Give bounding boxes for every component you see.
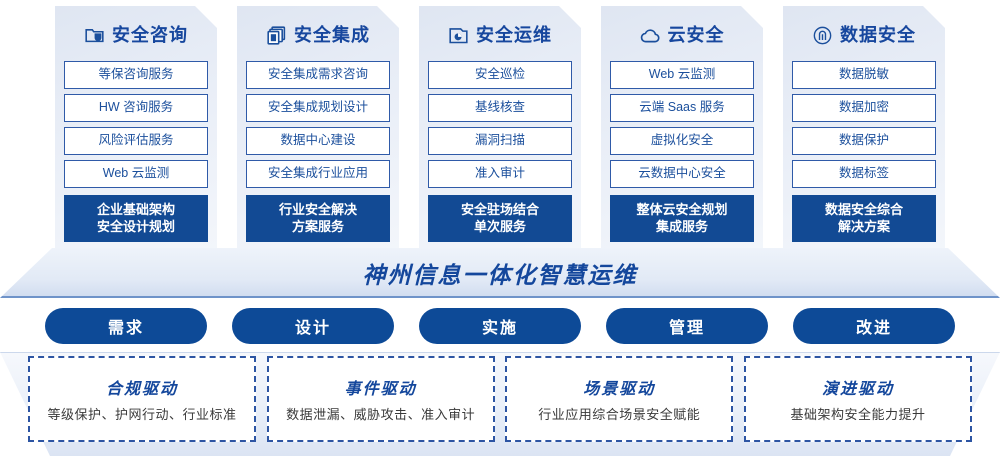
service-item[interactable]: 漏洞扫描: [428, 127, 572, 155]
panel-summary[interactable]: 整体云安全规划 集成服务: [610, 195, 754, 242]
driver-card-incident[interactable]: 事件驱动 数据泄漏、威胁攻击、准入审计: [266, 356, 495, 442]
cloud-icon: [640, 25, 661, 46]
panel-summary-line: 安全设计规划: [96, 219, 175, 234]
panel-summary-line: 安全驻场结合: [460, 202, 539, 217]
driver-title: 合规驱动: [105, 381, 178, 398]
panel-summary-line: 企业基础架构: [96, 202, 175, 217]
panel-title: 数据安全: [840, 25, 916, 45]
driver-title: 事件驱动: [344, 381, 417, 398]
driver-description: 数据泄漏、威胁攻击、准入审计: [286, 407, 476, 422]
drivers-section: 合规驱动 等级保护、护网行动、行业标准 事件驱动 数据泄漏、威胁攻击、准入审计 …: [0, 352, 1000, 456]
driver-description: 等级保护、护网行动、行业标准: [47, 407, 237, 422]
panel-summary-line: 数据安全综合: [824, 202, 903, 217]
service-item[interactable]: 等保咨询服务: [64, 61, 208, 89]
stage-pill-improvement[interactable]: 改进: [793, 308, 955, 344]
service-item[interactable]: 风险评估服务: [64, 127, 208, 155]
service-item[interactable]: 虚拟化安全: [610, 127, 754, 155]
drivers-list: 合规驱动 等级保护、护网行动、行业标准 事件驱动 数据泄漏、威胁攻击、准入审计 …: [0, 356, 1000, 444]
panel-title: 安全运维: [476, 25, 552, 45]
service-item[interactable]: Web 云监测: [64, 160, 208, 188]
layers-document-icon: [266, 25, 287, 46]
platform-banner: 神州信息一体化智慧运维: [0, 248, 1000, 298]
driver-title: 演进驱动: [821, 381, 894, 398]
driver-title: 场景驱动: [583, 381, 656, 398]
panel-summary-line: 解决方案: [837, 219, 890, 234]
service-item[interactable]: HW 咨询服务: [64, 94, 208, 122]
service-item[interactable]: 安全集成需求咨询: [246, 61, 390, 89]
service-item[interactable]: 数据标签: [792, 160, 936, 188]
panel-summary[interactable]: 数据安全综合 解决方案: [792, 195, 936, 242]
panel-summary-line: 单次服务: [473, 219, 526, 234]
stage-pill-management[interactable]: 管理: [606, 308, 768, 344]
folder-shield-icon: [84, 25, 105, 46]
stage-pill-design[interactable]: 设计: [232, 308, 394, 344]
platform-banner-title: 神州信息一体化智慧运维: [362, 262, 638, 288]
driver-description: 基础架构安全能力提升: [790, 407, 926, 422]
driver-card-compliance[interactable]: 合规驱动 等级保护、护网行动、行业标准: [28, 356, 256, 442]
service-item[interactable]: 数据加密: [792, 94, 936, 122]
platform-banner-shape: [0, 248, 1000, 298]
panel-header: 安全集成: [246, 16, 390, 54]
lifecycle-stages: 需求 设计 实施 管理 改进: [0, 308, 1000, 346]
panel-title: 安全咨询: [112, 25, 188, 45]
service-item[interactable]: 数据中心建设: [246, 127, 390, 155]
panel-header: 安全咨询: [64, 16, 208, 54]
service-item[interactable]: 准入审计: [428, 160, 572, 188]
service-item[interactable]: 数据保护: [792, 127, 936, 155]
driver-description: 行业应用综合场景安全赋能: [538, 407, 701, 422]
panel-summary-line: 方案服务: [291, 219, 344, 234]
panel-header: 安全运维: [428, 16, 572, 54]
panel-summary[interactable]: 安全驻场结合 单次服务: [428, 195, 572, 242]
service-item[interactable]: 安全集成行业应用: [246, 160, 390, 188]
service-item[interactable]: 安全巡检: [428, 61, 572, 89]
panel-summary[interactable]: 企业基础架构 安全设计规划: [64, 195, 208, 242]
service-item[interactable]: 安全集成规划设计: [246, 94, 390, 122]
fingerprint-icon: [812, 25, 833, 46]
service-item[interactable]: Web 云监测: [610, 61, 754, 89]
service-item[interactable]: 数据脱敏: [792, 61, 936, 89]
panel-header: 云安全: [610, 16, 754, 54]
monitor-chart-icon: [448, 25, 469, 46]
capability-panel-security-integration[interactable]: 安全集成 安全集成需求咨询 安全集成规划设计 数据中心建设 安全集成行业应用 行…: [237, 6, 399, 254]
stage-pill-requirements[interactable]: 需求: [45, 308, 207, 344]
service-item[interactable]: 云数据中心安全: [610, 160, 754, 188]
driver-card-scenario[interactable]: 场景驱动 行业应用综合场景安全赋能: [505, 356, 734, 442]
capability-panel-security-consulting[interactable]: 安全咨询 等保咨询服务 HW 咨询服务 风险评估服务 Web 云监测 企业基础架…: [55, 6, 217, 254]
stage-pill-implementation[interactable]: 实施: [419, 308, 581, 344]
driver-card-evolution[interactable]: 演进驱动 基础架构安全能力提升: [743, 356, 972, 442]
panel-header: 数据安全: [792, 16, 936, 54]
service-item[interactable]: 基线核查: [428, 94, 572, 122]
capability-panel-cloud-security[interactable]: 云安全 Web 云监测 云端 Saas 服务 虚拟化安全 云数据中心安全 整体云…: [601, 6, 763, 254]
capability-panels: 安全咨询 等保咨询服务 HW 咨询服务 风险评估服务 Web 云监测 企业基础架…: [0, 6, 1000, 254]
panel-summary[interactable]: 行业安全解决 方案服务: [246, 195, 390, 242]
panel-summary-line: 集成服务: [655, 219, 708, 234]
panel-summary-line: 行业安全解决: [278, 202, 357, 217]
panel-summary-line: 整体云安全规划: [636, 202, 728, 217]
capability-panel-security-operations[interactable]: 安全运维 安全巡检 基线核查 漏洞扫描 准入审计 安全驻场结合 单次服务: [419, 6, 581, 254]
capability-panel-data-security[interactable]: 数据安全 数据脱敏 数据加密 数据保护 数据标签 数据安全综合 解决方案: [783, 6, 945, 254]
panel-title: 安全集成: [294, 25, 370, 45]
panel-title: 云安全: [667, 25, 725, 45]
service-item[interactable]: 云端 Saas 服务: [610, 94, 754, 122]
